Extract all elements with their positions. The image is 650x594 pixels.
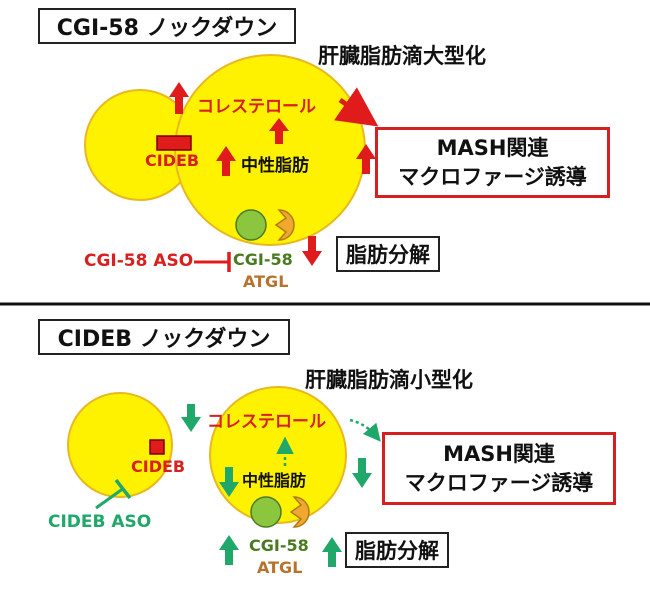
cideb-aso-inhibition xyxy=(95,478,132,510)
down-arrow-triglyceride-2 xyxy=(219,467,239,497)
cideb-marker xyxy=(156,135,192,151)
up-arrow-mash xyxy=(356,144,376,174)
panel1-aso-label: CGI-58 ASO xyxy=(84,251,194,271)
panel1-title: CGI-58 ノックダウン xyxy=(38,8,296,44)
up-arrow-cholesterol xyxy=(169,82,189,114)
down-arrow-mash-2 xyxy=(352,458,372,488)
panel2-mash-line1: MASH関連 xyxy=(443,442,555,467)
panel1-atgl-label: ATGL xyxy=(243,272,289,291)
panel1-mash-line1: MASH関連 xyxy=(436,136,549,161)
atgl-protein-icon-2 xyxy=(289,496,310,528)
up-arrow-triglyceride xyxy=(216,146,236,176)
panel2-mash-box: MASH関連 マクロファージ誘導 xyxy=(382,432,616,505)
panel1-mash-box: MASH関連 マクロファージ誘導 xyxy=(375,127,610,198)
panel2-cholesterol-label: コレステロール xyxy=(207,412,326,432)
panel1-mash-line2: マクロファージ誘導 xyxy=(398,164,587,189)
panel2-lipolysis-box: 脂肪分解 xyxy=(345,532,449,568)
down-arrow-cholesterol-2 xyxy=(181,404,201,432)
panel2-atgl-label: ATGL xyxy=(257,558,303,577)
cgi58-protein-icon-2 xyxy=(250,496,282,528)
panel1-lipolysis-box: 脂肪分解 xyxy=(336,236,440,272)
cideb-marker-2 xyxy=(149,439,165,455)
arrow-to-mash xyxy=(334,87,379,127)
up-arrow-inner xyxy=(269,118,289,144)
medium-lipid-droplet-2 xyxy=(209,386,347,524)
atgl-protein-icon xyxy=(274,209,295,241)
cgi58-protein-icon xyxy=(235,209,267,241)
small-lipid-droplet-2 xyxy=(67,392,173,498)
panel1-triglyceride-label: 中性脂肪 xyxy=(241,156,309,176)
panel2-cgi58-label: CGI-58 xyxy=(249,536,309,555)
up-arrow-right-lipolysis-2 xyxy=(322,537,342,567)
panel2-mash-line2: マクロファージ誘導 xyxy=(404,470,594,495)
cgi58-aso-inhibition xyxy=(194,252,231,272)
down-arrow-lipolysis xyxy=(302,236,322,266)
panel2-title: CIDEB ノックダウン xyxy=(38,319,290,355)
large-lipid-droplet xyxy=(174,54,366,246)
panel1-cgi58-label: CGI-58 xyxy=(233,250,293,269)
panel1-cideb-label: CIDEB xyxy=(145,151,200,170)
panel2-triglyceride-label: 中性脂肪 xyxy=(242,471,307,490)
panel1-cholesterol-label: コレステロール xyxy=(197,97,316,117)
panel2-aso-label: CIDEB ASO xyxy=(48,512,152,532)
up-arrow-left-lipolysis-2 xyxy=(219,535,239,565)
panel2-cideb-label: CIDEB xyxy=(131,457,186,476)
panel1-droplet-caption: 肝臓脂肪滴大型化 xyxy=(318,44,486,68)
panel2-droplet-caption: 肝臓脂肪滴小型化 xyxy=(305,368,473,392)
dotted-arrow-to-mash-2 xyxy=(349,418,381,442)
